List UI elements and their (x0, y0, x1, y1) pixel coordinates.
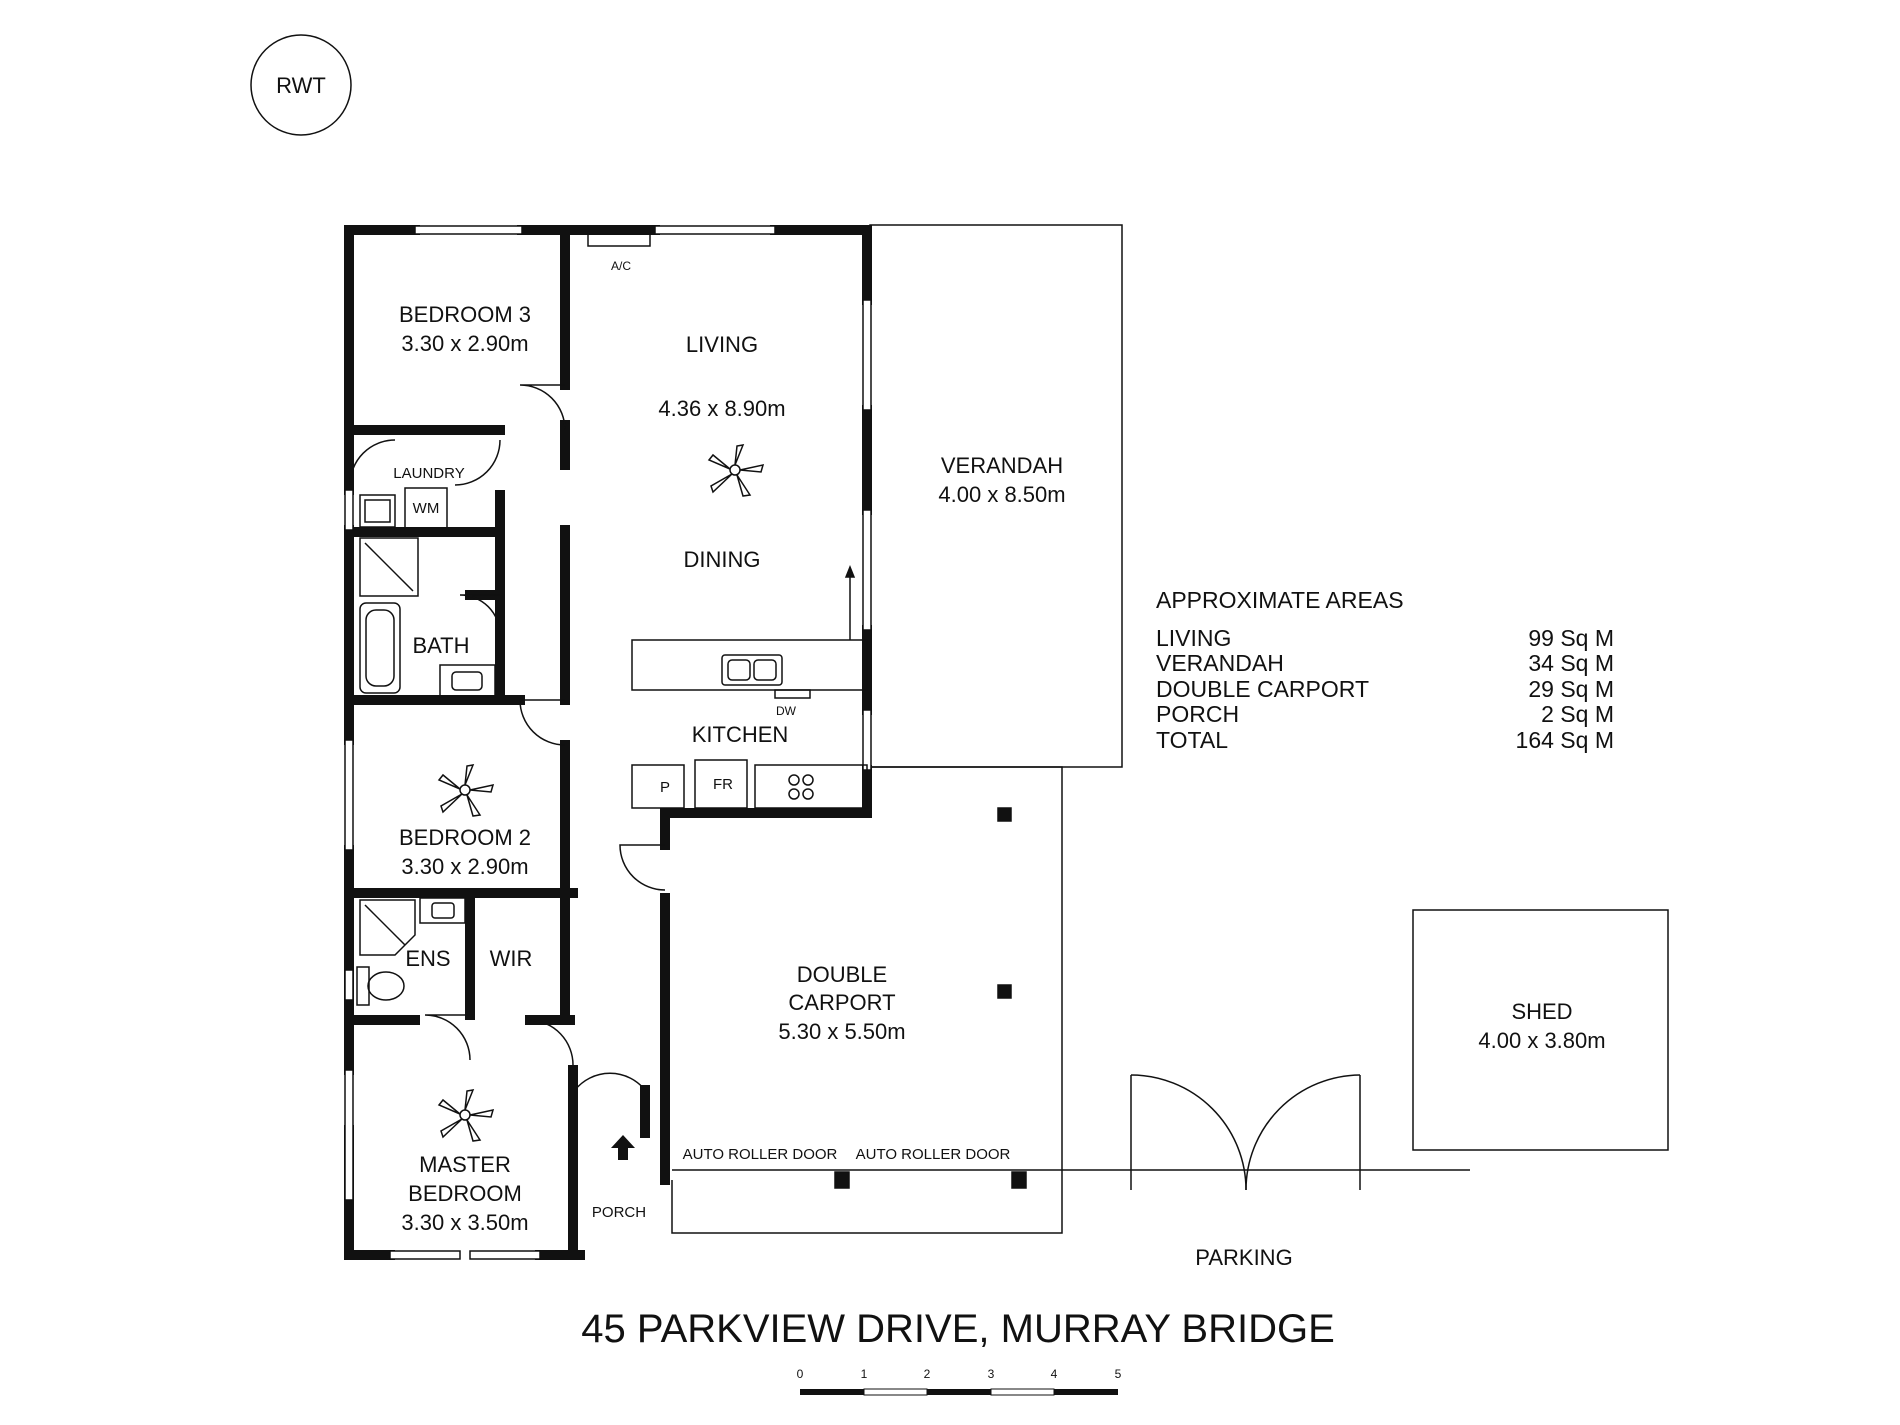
scale-tick-2: 2 (924, 1367, 931, 1381)
areas-table: APPROXIMATE AREAS LIVING 99 Sq M VERANDA… (1156, 587, 1614, 753)
bedroom3-name: BEDROOM 3 (399, 302, 531, 327)
windows (344, 225, 872, 1260)
ensuite-name: ENS (405, 946, 450, 971)
carport-post-3 (834, 1171, 850, 1189)
address-title: 45 PARKVIEW DRIVE, MURRAY BRIDGE (581, 1307, 1335, 1351)
fridge (694, 759, 748, 809)
scale-bar: 0 1 2 3 4 5 (797, 1367, 1122, 1396)
entry-arrow-icon (611, 1135, 635, 1160)
scale-tick-4: 4 (1051, 1367, 1058, 1381)
master-name-1: MASTER (419, 1152, 511, 1177)
roller-door-2-label: AUTO ROLLER DOOR (856, 1146, 1011, 1163)
carport-outline (671, 766, 1063, 1234)
living-size: 4.36 x 8.90m (658, 396, 785, 421)
kitchen-sink-icon (721, 654, 783, 686)
room-labels: BEDROOM 3 3.30 x 2.90m LIVING 4.36 x 8.9… (393, 302, 1605, 1270)
ceiling-fans (437, 444, 765, 1142)
parking-gates (1130, 1074, 1361, 1191)
bedroom2-name: BEDROOM 2 (399, 825, 531, 850)
scale-tick-5: 5 (1115, 1367, 1122, 1381)
ensuite-vanity-icon (419, 897, 466, 924)
shower-icon (359, 537, 419, 597)
kitchen-name: KITCHEN (692, 722, 789, 747)
areas-value-porch: 2 Sq M (1541, 701, 1614, 727)
outdoor-outlines (671, 224, 1669, 1234)
fan-icon (437, 764, 495, 817)
pantry-label: P (660, 779, 670, 796)
bathtub-icon (359, 602, 401, 694)
bath-name: BATH (412, 633, 469, 658)
areas-label-living: LIVING (1156, 625, 1231, 651)
areas-label-total: TOTAL (1156, 727, 1228, 753)
rwt-logo: RWT (250, 34, 352, 136)
master-name-2: BEDROOM (408, 1181, 522, 1206)
bedroom2-size: 3.30 x 2.90m (401, 854, 528, 879)
dishwasher (774, 689, 811, 699)
porch-name: PORCH (592, 1204, 646, 1221)
wm-label: WM (413, 500, 440, 517)
bath-vanity-icon (439, 664, 496, 698)
scale-tick-1: 1 (861, 1367, 868, 1381)
wir-name: WIR (490, 946, 533, 971)
areas-title: APPROXIMATE AREAS (1156, 587, 1404, 613)
carport-name-2: CARPORT (788, 990, 895, 1015)
fixture-labels: A/C WM DW P FR AUTO ROLLER DOOR AUTO ROL… (413, 259, 1011, 1163)
living-name: LIVING (686, 332, 758, 357)
doors (349, 384, 856, 1133)
areas-label-carport: DOUBLE CARPORT (1156, 676, 1369, 702)
cooktop-icon (754, 764, 868, 809)
areas-label-verandah: VERANDAH (1156, 650, 1284, 676)
areas-value-living: 99 Sq M (1528, 625, 1614, 651)
areas-label-porch: PORCH (1156, 701, 1239, 727)
fan-icon (707, 444, 765, 497)
scale-tick-3: 3 (988, 1367, 995, 1381)
kitchen-island (631, 639, 868, 691)
laundry-trough-icon (359, 494, 396, 528)
carport-post-2 (997, 984, 1012, 999)
bedroom3-size: 3.30 x 2.90m (401, 331, 528, 356)
pantry (631, 764, 685, 809)
laundry-name: LAUNDRY (393, 465, 464, 482)
verandah-name: VERANDAH (941, 453, 1063, 478)
parking-name: PARKING (1195, 1245, 1292, 1270)
carport-name-1: DOUBLE (797, 962, 887, 987)
toilet-icon (356, 966, 370, 1006)
master-size: 3.30 x 3.50m (401, 1210, 528, 1235)
carport-post-4 (1011, 1171, 1027, 1189)
fridge-label: FR (713, 776, 733, 793)
shed-size: 4.00 x 3.80m (1478, 1028, 1605, 1053)
areas-value-carport: 29 Sq M (1528, 676, 1614, 702)
ac-label: A/C (611, 259, 631, 273)
washing-machine (404, 487, 448, 529)
kitchen-fixtures (587, 233, 868, 809)
shed-name: SHED (1511, 999, 1572, 1024)
dw-label: DW (776, 704, 797, 718)
scale-tick-0: 0 (797, 1367, 804, 1381)
roller-door-1-label: AUTO ROLLER DOOR (683, 1146, 838, 1163)
shed-outline (1412, 909, 1669, 1151)
dining-name: DINING (684, 547, 761, 572)
walls (344, 225, 872, 1260)
carport-size: 5.30 x 5.50m (778, 1019, 905, 1044)
fan-icon (437, 1089, 495, 1142)
areas-value-total: 164 Sq M (1516, 727, 1614, 753)
areas-value-verandah: 34 Sq M (1528, 650, 1614, 676)
carport-post-1 (997, 807, 1012, 822)
ac-unit-icon (587, 233, 651, 247)
wet-area-fixtures (356, 487, 496, 1006)
verandah-size: 4.00 x 8.50m (938, 482, 1065, 507)
logo-text: RWT (276, 73, 326, 98)
